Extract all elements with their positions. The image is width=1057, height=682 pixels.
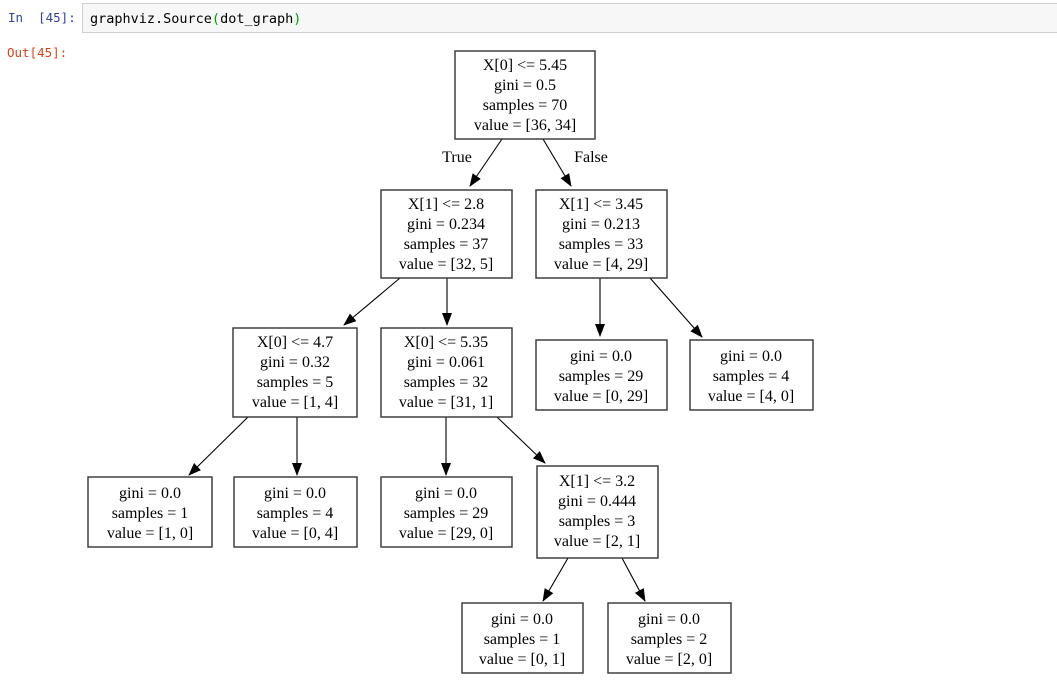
- tree-node-d2-a: X[0] <= 4.7 gini = 0.32 samples = 5 valu…: [232, 327, 358, 418]
- tree-node-leaf-e: gini = 0.0 samples = 1 value = [1, 0]: [87, 476, 213, 548]
- node-line: samples = 37: [404, 236, 489, 253]
- node-line: value = [32, 5]: [399, 256, 493, 273]
- node-line: X[0] <= 5.35: [404, 334, 488, 351]
- node-line: gini = 0.213: [562, 216, 640, 233]
- output-prompt: Out[45]:: [7, 45, 68, 60]
- tree-node-d1-right: X[1] <= 3.45 gini = 0.213 samples = 33 v…: [535, 189, 668, 279]
- code-input-area[interactable]: graphviz.Source(dot_graph): [82, 3, 1057, 33]
- node-box: [535, 339, 668, 411]
- node-line: samples = 4: [257, 505, 334, 522]
- node-line: samples = 32: [404, 374, 489, 391]
- node-line: gini = 0.061: [407, 354, 485, 371]
- tree-node-leaf-c: gini = 0.0 samples = 29 value = [0, 29]: [535, 339, 668, 411]
- edge-label-false: False: [574, 149, 608, 166]
- node-box: [689, 339, 814, 411]
- node-box: [536, 465, 659, 559]
- node-box: [454, 50, 596, 140]
- node-line: value = [0, 29]: [554, 388, 648, 405]
- node-box: [380, 476, 513, 548]
- node-line: value = [1, 0]: [107, 525, 193, 542]
- node-line: samples = 1: [484, 631, 561, 648]
- node-line: gini = 0.32: [260, 354, 330, 371]
- tree-edges: [188, 138, 703, 602]
- node-line: value = [4, 29]: [554, 256, 648, 273]
- edge-d1left-d2a: [343, 277, 401, 326]
- node-line: value = [4, 0]: [708, 388, 794, 405]
- node-line: samples = 29: [404, 505, 489, 522]
- node-line: value = [2, 0]: [626, 651, 712, 668]
- node-line: X[0] <= 4.7: [257, 334, 333, 351]
- node-line: samples = 29: [559, 368, 644, 385]
- node-line: value = [2, 1]: [554, 533, 640, 550]
- node-line: gini = 0.0: [415, 485, 477, 502]
- node-box: [232, 327, 358, 418]
- node-line: samples = 4: [713, 368, 790, 385]
- edge-d2b-d3h: [496, 416, 546, 464]
- node-line: value = [36, 34]: [474, 117, 576, 134]
- node-line: gini = 0.0: [491, 611, 553, 628]
- node-line: samples = 5: [257, 374, 334, 391]
- node-line: value = [29, 0]: [399, 525, 493, 542]
- node-line: X[1] <= 2.8: [408, 196, 484, 213]
- node-box: [535, 189, 668, 279]
- tree-node-leaf-d: gini = 0.0 samples = 4 value = [4, 0]: [689, 339, 814, 411]
- node-line: gini = 0.0: [264, 485, 326, 502]
- edge-d2a-leafe: [188, 416, 249, 476]
- code-function: graphviz.Source: [90, 11, 212, 27]
- node-line: gini = 0.5: [494, 77, 556, 94]
- edge-label-true: True: [442, 149, 472, 166]
- code-line[interactable]: graphviz.Source(dot_graph): [90, 11, 301, 27]
- node-box: [607, 602, 732, 674]
- node-line: gini = 0.444: [558, 493, 636, 510]
- node-line: value = [31, 1]: [399, 394, 493, 411]
- node-box: [380, 327, 513, 418]
- edge-root-false: [542, 138, 572, 187]
- node-line: value = [1, 4]: [252, 394, 338, 411]
- edge-d3h-leafj: [621, 557, 646, 602]
- node-box: [87, 476, 213, 548]
- node-line: gini = 0.0: [570, 348, 632, 365]
- tree-node-leaf-f: gini = 0.0 samples = 4 value = [0, 4]: [233, 476, 358, 548]
- node-line: samples = 1: [112, 505, 189, 522]
- tree-node-root: X[0] <= 5.45 gini = 0.5 samples = 70 val…: [454, 50, 596, 140]
- node-line: value = [0, 1]: [479, 651, 565, 668]
- node-line: samples = 3: [559, 513, 636, 530]
- edge-d1right-leafd: [649, 277, 703, 338]
- input-prompt: In [45]:: [8, 10, 76, 25]
- node-line: samples = 33: [559, 236, 644, 253]
- node-line: gini = 0.234: [407, 216, 485, 233]
- node-line: gini = 0.0: [638, 611, 700, 628]
- edge-d3h-leafi: [542, 557, 569, 602]
- node-line: X[1] <= 3.2: [559, 473, 635, 490]
- tree-node-leaf-i: gini = 0.0 samples = 1 value = [0, 1]: [461, 602, 584, 674]
- node-line: value = [0, 4]: [252, 525, 338, 542]
- node-box: [461, 602, 584, 674]
- close-paren: ): [293, 11, 302, 27]
- tree-node-d3-h: X[1] <= 3.2 gini = 0.444 samples = 3 val…: [536, 465, 659, 559]
- open-paren: (: [211, 11, 221, 27]
- node-box: [233, 476, 358, 548]
- tree-node-leaf-j: gini = 0.0 samples = 2 value = [2, 0]: [607, 602, 732, 674]
- node-line: gini = 0.0: [119, 485, 181, 502]
- node-line: X[1] <= 3.45: [559, 196, 643, 213]
- node-line: samples = 70: [483, 97, 568, 114]
- code-argument: dot_graph: [220, 11, 294, 27]
- tree-node-d1-left: X[1] <= 2.8 gini = 0.234 samples = 37 va…: [380, 189, 513, 279]
- tree-node-leaf-g: gini = 0.0 samples = 29 value = [29, 0]: [380, 476, 513, 548]
- edge-root-true: [469, 138, 503, 187]
- node-line: samples = 2: [631, 631, 708, 648]
- tree-node-d2-b: X[0] <= 5.35 gini = 0.061 samples = 32 v…: [380, 327, 513, 418]
- node-box: [380, 189, 513, 279]
- node-line: X[0] <= 5.45: [483, 57, 567, 74]
- node-line: gini = 0.0: [720, 348, 782, 365]
